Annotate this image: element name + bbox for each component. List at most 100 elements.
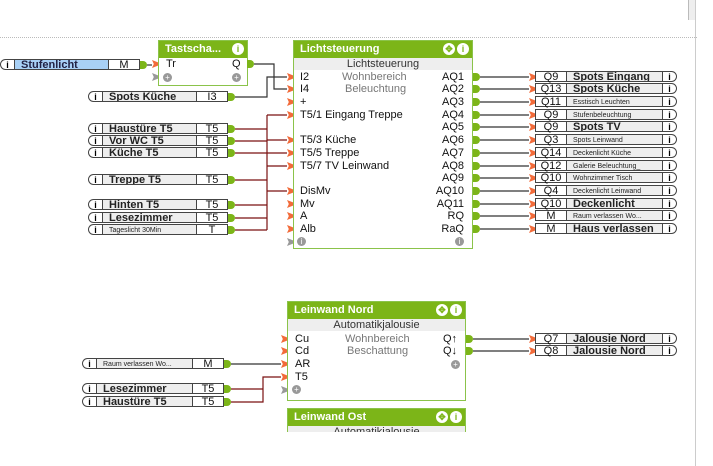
output-connector[interactable] bbox=[247, 60, 254, 68]
input-connector[interactable] bbox=[287, 149, 293, 157]
input-connector[interactable] bbox=[529, 335, 535, 343]
info-icon[interactable]: i bbox=[663, 333, 677, 344]
input-connector[interactable] bbox=[287, 212, 293, 220]
add-connector-icon[interactable]: + bbox=[163, 73, 172, 82]
move-icon[interactable]: ✥ bbox=[443, 43, 455, 55]
wire[interactable] bbox=[235, 76, 287, 98]
add-connector-icon[interactable]: + bbox=[451, 360, 460, 369]
input-connector[interactable] bbox=[287, 73, 293, 81]
input-connector[interactable] bbox=[287, 187, 293, 195]
output-connector[interactable] bbox=[228, 201, 235, 209]
info-icon[interactable]: i bbox=[663, 223, 677, 234]
info-icon[interactable]: i bbox=[663, 345, 677, 356]
input-connector[interactable] bbox=[287, 111, 293, 119]
output-connector[interactable] bbox=[473, 111, 480, 119]
input-connector[interactable] bbox=[287, 225, 293, 233]
input-connector[interactable] bbox=[281, 335, 287, 343]
input-connector[interactable] bbox=[529, 73, 535, 81]
output-connector[interactable] bbox=[473, 73, 480, 81]
input-connector[interactable] bbox=[529, 174, 535, 182]
input-connector[interactable] bbox=[281, 360, 287, 368]
output-connector[interactable] bbox=[473, 212, 480, 220]
output-connector[interactable] bbox=[228, 93, 235, 101]
info-icon[interactable]: i bbox=[88, 123, 102, 134]
output-connector[interactable] bbox=[473, 98, 480, 106]
move-icon[interactable]: ✥ bbox=[436, 411, 448, 423]
info-icon[interactable]: i bbox=[663, 210, 677, 221]
input-connector[interactable] bbox=[529, 212, 535, 220]
output-connector[interactable] bbox=[473, 187, 480, 195]
input-connector[interactable] bbox=[287, 200, 293, 208]
input-connector[interactable] bbox=[529, 347, 535, 355]
info-icon[interactable]: i bbox=[82, 383, 96, 394]
scroll-handle[interactable] bbox=[688, 0, 695, 20]
info-icon[interactable]: i bbox=[82, 396, 96, 407]
input-connector[interactable] bbox=[281, 373, 287, 381]
input-connector[interactable] bbox=[529, 98, 535, 106]
output-connector[interactable] bbox=[473, 136, 480, 144]
info-icon[interactable]: i bbox=[88, 199, 102, 210]
input-connector[interactable] bbox=[152, 60, 158, 68]
info-icon[interactable]: i bbox=[88, 174, 102, 185]
wire[interactable] bbox=[231, 376, 281, 403]
info-icon[interactable]: i bbox=[663, 83, 677, 94]
input-connector[interactable] bbox=[287, 136, 293, 144]
info-icon[interactable]: i bbox=[457, 43, 469, 55]
input-connector[interactable] bbox=[281, 347, 287, 355]
info-icon[interactable]: i bbox=[663, 96, 677, 107]
output-connector[interactable] bbox=[228, 214, 235, 222]
output-connector[interactable] bbox=[228, 226, 235, 234]
input-connector[interactable] bbox=[529, 111, 535, 119]
info-icon[interactable]: i bbox=[88, 135, 102, 146]
output-connector[interactable] bbox=[228, 149, 235, 157]
info-icon[interactable]: i bbox=[663, 172, 677, 183]
output-connector[interactable] bbox=[228, 176, 235, 184]
input-connector[interactable] bbox=[287, 162, 293, 170]
input-connector[interactable] bbox=[287, 85, 293, 93]
info-icon[interactable]: i bbox=[663, 109, 677, 120]
input-connector[interactable] bbox=[287, 98, 293, 106]
input-connector[interactable] bbox=[529, 85, 535, 93]
output-connector[interactable] bbox=[224, 360, 231, 368]
info-icon[interactable]: i bbox=[0, 59, 14, 70]
add-connector-icon[interactable]: + bbox=[292, 385, 301, 394]
info-icon[interactable]: i bbox=[88, 224, 102, 235]
output-connector[interactable] bbox=[224, 398, 231, 406]
output-connector[interactable] bbox=[473, 200, 480, 208]
input-connector[interactable] bbox=[529, 187, 535, 195]
move-icon[interactable]: ✥ bbox=[436, 304, 448, 316]
block-header[interactable]: Leinwand Nord✥i bbox=[288, 302, 465, 319]
output-connector[interactable] bbox=[140, 61, 147, 69]
input-connector[interactable] bbox=[529, 162, 535, 170]
info-icon[interactable]: i bbox=[88, 212, 102, 223]
add-connector-icon[interactable]: + bbox=[232, 73, 241, 82]
add-connector[interactable] bbox=[152, 73, 158, 81]
output-connector[interactable] bbox=[228, 125, 235, 133]
output-connector[interactable] bbox=[466, 335, 473, 343]
input-connector[interactable] bbox=[529, 123, 535, 131]
block-header[interactable]: Tastscha...i bbox=[159, 41, 247, 58]
output-connector[interactable] bbox=[473, 123, 480, 131]
